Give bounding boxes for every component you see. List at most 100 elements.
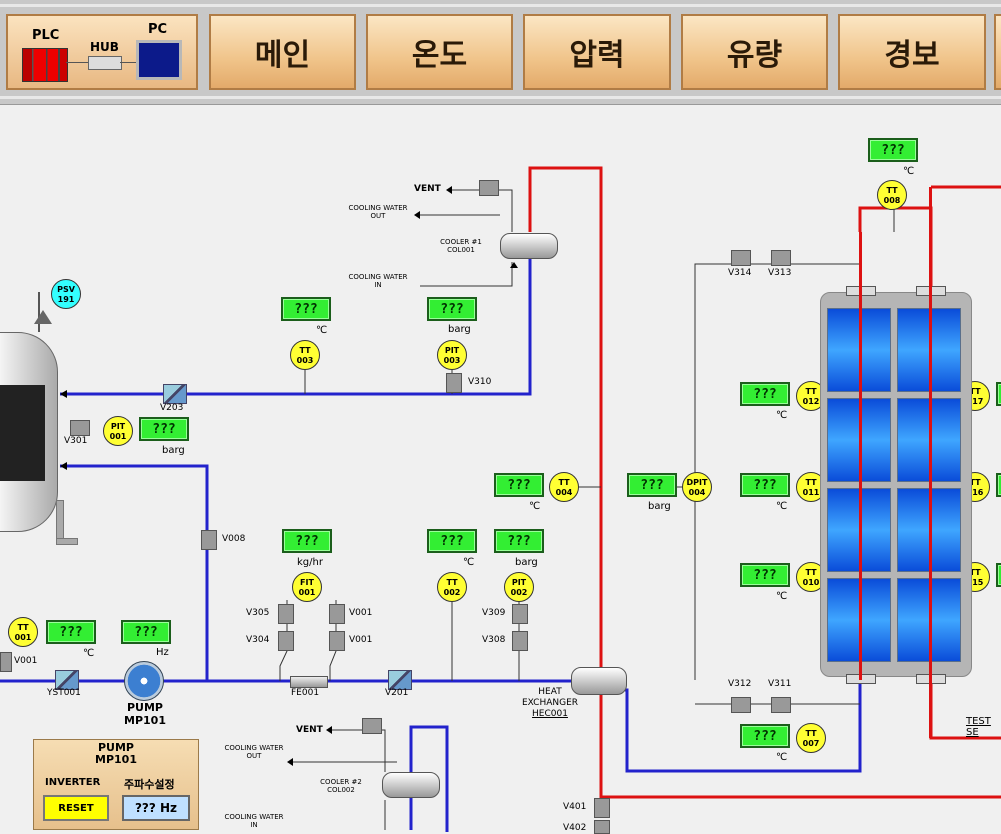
v301-valve-icon[interactable] <box>70 420 90 436</box>
v311-valve-icon[interactable] <box>771 697 791 713</box>
vent2-valve-icon[interactable] <box>362 718 382 734</box>
fe001-flow-element-icon[interactable] <box>290 676 328 688</box>
tt015-display-partial[interactable] <box>996 563 1001 587</box>
pit002-display[interactable]: ??? <box>494 529 544 553</box>
pump-panel-title-line2: MP101 <box>95 753 137 766</box>
pit002-number: 002 <box>510 588 528 597</box>
v201-valve-icon[interactable] <box>388 670 412 690</box>
nav-temperature-button[interactable]: 온도 <box>366 14 513 90</box>
pump-fan-icon[interactable] <box>124 661 164 701</box>
v311-label: V311 <box>768 679 792 689</box>
dpit004-display[interactable]: ??? <box>627 473 677 497</box>
pump-panel-title-line1: PUMP <box>97 741 134 754</box>
tt007-display[interactable]: ??? <box>740 724 790 748</box>
tt012-unit: ℃ <box>776 410 788 421</box>
tt002-display[interactable]: ??? <box>427 529 477 553</box>
nav-pressure-button[interactable]: 압력 <box>523 14 671 90</box>
v313-valve-icon[interactable] <box>771 250 791 266</box>
cooler2-icon[interactable] <box>382 772 440 798</box>
tt003-display[interactable]: ??? <box>281 297 331 321</box>
tt001-unit: ℃ <box>83 648 95 659</box>
v314-label: V314 <box>728 268 752 278</box>
pit003-unit: barg <box>448 324 471 335</box>
tt016-display-partial[interactable] <box>996 473 1001 497</box>
cold-piping <box>0 258 862 832</box>
hub-label: HUB <box>90 40 119 54</box>
v001a-valve-icon[interactable] <box>0 652 12 672</box>
yst001-strainer-icon[interactable] <box>55 670 79 690</box>
fit001-unit: kg/hr <box>297 557 323 568</box>
tt008-number: 008 <box>883 196 901 205</box>
tt004-unit: ℃ <box>529 501 541 512</box>
test-section-label[interactable]: TEST SE <box>966 716 991 738</box>
pit003-display[interactable]: ??? <box>427 297 477 321</box>
nav-main-button[interactable]: 메인 <box>209 14 356 90</box>
pump-label-line2: MP101 <box>124 714 166 727</box>
v304-valve-icon[interactable] <box>278 631 294 651</box>
psv-valve-icon[interactable] <box>34 310 52 324</box>
vent1-valve-icon[interactable] <box>479 180 499 196</box>
pump-hz-display[interactable]: ??? <box>121 620 171 644</box>
v001b-valve-icon[interactable] <box>329 604 345 624</box>
reset-button[interactable]: RESET <box>43 795 109 821</box>
tt008-display[interactable]: ??? <box>868 138 918 162</box>
pit003-number: 003 <box>443 356 461 365</box>
cw-out-2-line2: OUT <box>246 752 262 760</box>
tt001-display[interactable]: ??? <box>46 620 96 644</box>
v203-valve-icon[interactable] <box>163 384 187 404</box>
nav-flow-button[interactable]: 유량 <box>681 14 828 90</box>
v401-label: V401 <box>563 802 587 812</box>
v301-label: V301 <box>64 436 88 446</box>
v008-valve-icon[interactable] <box>201 530 217 550</box>
tt004-type: TT <box>558 478 570 487</box>
nav-next-button-partial[interactable] <box>994 14 1001 90</box>
fe001-label: FE001 <box>291 688 320 698</box>
tt015-number: 015 <box>966 578 984 587</box>
test-section-hot-riser <box>859 232 862 680</box>
pc-monitor-icon <box>136 40 182 80</box>
v312-valve-icon[interactable] <box>731 697 751 713</box>
tt010-display[interactable]: ??? <box>740 563 790 587</box>
pit003-type: PIT <box>444 346 460 355</box>
v310-label: V310 <box>468 377 492 387</box>
v001c-valve-icon[interactable] <box>329 631 345 651</box>
hub-connector <box>66 62 88 63</box>
cw-out-1-line2: OUT <box>370 212 386 220</box>
v314-valve-icon[interactable] <box>731 250 751 266</box>
separator-vessel <box>0 332 58 532</box>
v309-valve-icon[interactable] <box>512 604 528 624</box>
tt017-display-partial[interactable] <box>996 382 1001 406</box>
tt002-type: TT <box>446 578 458 587</box>
tt004-display[interactable]: ??? <box>494 473 544 497</box>
heat-exchanger-icon[interactable] <box>571 667 627 695</box>
pit001-display[interactable]: ??? <box>139 417 189 441</box>
tt012-display[interactable]: ??? <box>740 382 790 406</box>
tt011-display[interactable]: ??? <box>740 473 790 497</box>
pit001-type: PIT <box>110 422 126 431</box>
v308-valve-icon[interactable] <box>512 631 528 651</box>
v305-valve-icon[interactable] <box>278 604 294 624</box>
v201-label: V201 <box>385 688 409 698</box>
cooler1-icon[interactable] <box>500 233 558 259</box>
frequency-setpoint-button[interactable]: ??? Hz <box>122 795 190 821</box>
v401-valve-icon[interactable] <box>594 798 610 818</box>
fit001-display[interactable]: ??? <box>282 529 332 553</box>
v310-valve-icon[interactable] <box>446 373 462 393</box>
network-status-panel[interactable]: PLC HUB PC <box>6 14 198 90</box>
nav-alarm-button[interactable]: 경보 <box>838 14 986 90</box>
